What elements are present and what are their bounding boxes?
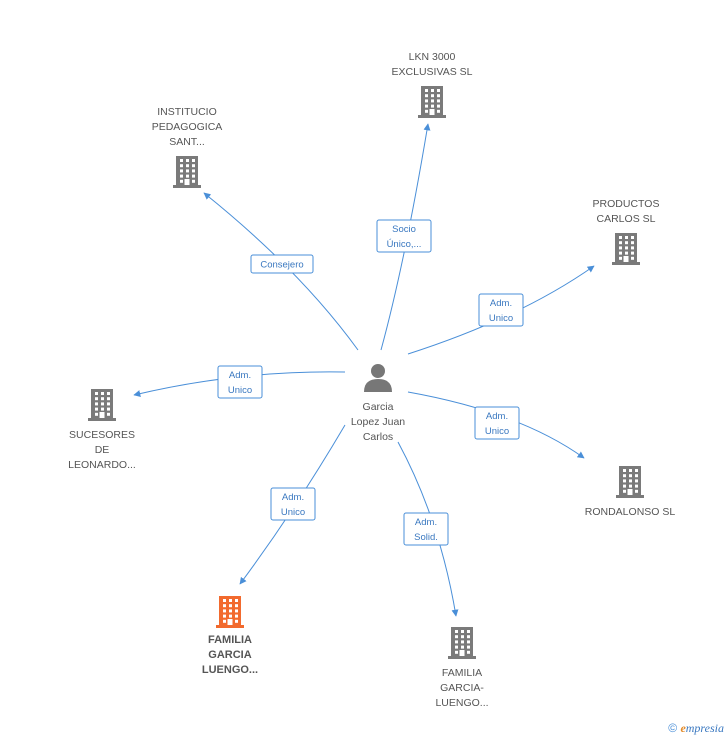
- company-name-familia2[interactable]: GARCIA-: [440, 682, 484, 694]
- relation-label-text: Unico: [281, 507, 305, 518]
- company-name-productos[interactable]: PRODUCTOS: [593, 198, 660, 210]
- company-name-familia2[interactable]: LUENGO...: [435, 697, 488, 709]
- relation-label-text: Adm.: [229, 370, 251, 381]
- building-icon[interactable]: [448, 627, 476, 659]
- building-icon[interactable]: [216, 596, 244, 628]
- relation-label-text: Único,...: [387, 239, 422, 250]
- relation-label-text: Adm.: [282, 492, 304, 503]
- relation-label-familia2[interactable]: Adm. Solid.: [403, 512, 449, 546]
- company-name-instituto[interactable]: INSTITUCIO: [157, 106, 217, 118]
- relation-label-lkn[interactable]: SocioÚnico,...: [376, 219, 432, 253]
- company-name-familia1[interactable]: FAMILIA: [208, 634, 252, 646]
- copyright-symbol: ©: [668, 721, 678, 735]
- building-icon[interactable]: [418, 86, 446, 118]
- company-name-familia2[interactable]: FAMILIA: [442, 667, 482, 679]
- relation-label-text: Unico: [485, 426, 509, 437]
- person-name-line[interactable]: Carlos: [363, 431, 393, 443]
- person-name-line[interactable]: Garcia: [363, 401, 394, 413]
- company-name-familia1[interactable]: LUENGO...: [202, 664, 258, 676]
- person-name-line[interactable]: Lopez Juan: [351, 416, 405, 428]
- company-name-sucesores[interactable]: LEONARDO...: [68, 459, 136, 471]
- person-icon[interactable]: [364, 364, 392, 392]
- company-name-sucesores[interactable]: SUCESORES: [69, 429, 135, 441]
- relation-label-text: Adm.: [486, 411, 508, 422]
- company-name-familia1[interactable]: GARCIA: [208, 649, 251, 661]
- company-name-sucesores[interactable]: DE: [95, 444, 110, 456]
- edges-layer: SocioÚnico,...ConsejeroAdm.UnicoAdm.Unic…: [133, 123, 595, 617]
- relation-label-familia1[interactable]: Adm. Unico: [270, 487, 316, 521]
- company-name-instituto[interactable]: PEDAGOGICA: [152, 121, 223, 133]
- relation-label-text: Unico: [228, 385, 252, 396]
- relation-label-text: Consejero: [260, 260, 303, 271]
- relation-label-productos[interactable]: Adm. Unico: [478, 293, 524, 327]
- company-name-productos[interactable]: CARLOS SL: [597, 213, 656, 225]
- building-icon[interactable]: [173, 156, 201, 188]
- company-name-instituto[interactable]: SANT...: [169, 136, 205, 148]
- company-name-rondalonso[interactable]: RONDALONSO SL: [585, 506, 676, 518]
- relation-label-text: Socio: [392, 224, 416, 235]
- building-icon[interactable]: [88, 389, 116, 421]
- relation-label-text: Adm.: [415, 517, 437, 528]
- relation-label-sucesores[interactable]: Adm. Unico: [217, 365, 263, 399]
- relation-label-text: Unico: [489, 313, 513, 324]
- relation-label-text: Adm.: [490, 298, 512, 309]
- relation-label-instituto[interactable]: Consejero: [250, 254, 314, 274]
- company-name-lkn[interactable]: EXCLUSIVAS SL: [392, 66, 473, 78]
- building-icon[interactable]: [612, 233, 640, 265]
- building-icon[interactable]: [616, 466, 644, 498]
- relation-label-text: Solid.: [414, 532, 438, 543]
- company-name-lkn[interactable]: LKN 3000: [409, 51, 456, 63]
- brand-footer[interactable]: © empresia: [668, 721, 724, 736]
- relation-label-rondalonso[interactable]: Adm. Unico: [474, 406, 520, 440]
- empresia-logo[interactable]: empresia: [680, 721, 724, 735]
